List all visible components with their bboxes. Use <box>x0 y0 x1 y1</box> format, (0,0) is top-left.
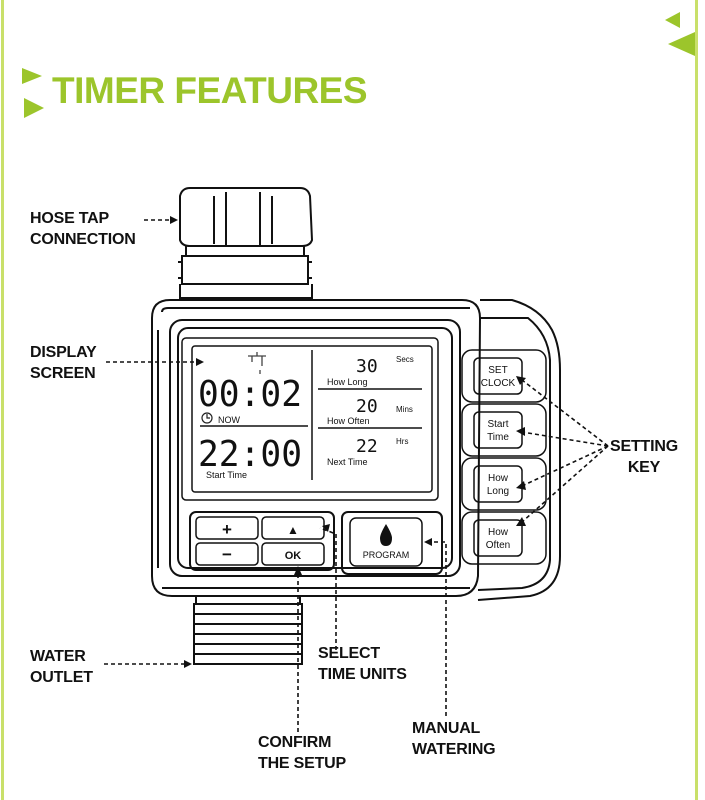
confirm-arrowhead <box>294 566 302 575</box>
how-long-arrowhead <box>516 481 526 490</box>
side-key-set-clock-line2: CLOCK <box>481 378 516 389</box>
lcd-start-time: 22:00 <box>198 434 302 475</box>
program-button-label: PROGRAM <box>363 550 410 560</box>
side-key-how-long-line2: Long <box>487 486 509 497</box>
side-key-how-often-line2: Often <box>486 540 510 551</box>
corner-arrow-large-icon <box>668 32 695 56</box>
lcd-dividers <box>200 350 422 480</box>
how-often-leader <box>521 445 609 523</box>
decorative-arrows <box>22 12 695 118</box>
lcd-main-time: 00:02 <box>198 374 302 415</box>
lcd-how-often-value: 20 <box>356 396 378 417</box>
select-units-callout-line1: SELECT <box>318 645 380 662</box>
ok-key-label: OK <box>285 550 302 562</box>
set-clock-leader <box>521 379 609 447</box>
confirm-callout-line1: CONFIRM <box>258 734 332 751</box>
setting-key-callout-line2: KEY <box>627 459 661 476</box>
display-screen-callout-line2: SCREEN <box>30 365 96 382</box>
hose-tap-callout-line2: CONNECTION <box>30 231 136 248</box>
select-units-arrowhead <box>322 524 330 532</box>
manual-arrowhead <box>424 538 432 546</box>
side-key-how-long-line1: How <box>488 473 509 484</box>
manual-watering-callout-line2: WATERING <box>412 741 496 758</box>
outlet-arrowhead <box>184 660 192 668</box>
title-arrow-large-icon <box>22 68 42 84</box>
side-keys-shapes <box>461 349 547 565</box>
hose-tap-callout: HOSE TAP CONNECTION <box>30 208 136 250</box>
display-screen-callout: DISPLAY SCREEN <box>30 342 97 384</box>
faucet-icon <box>248 352 266 374</box>
keypad-group <box>189 511 335 571</box>
lcd-next-time-label: Next Time <box>327 457 368 467</box>
plus-key-label: + <box>222 520 232 539</box>
water-outlet-callout-line2: OUTLET <box>30 669 93 686</box>
lcd-how-long-value: 30 <box>356 356 378 377</box>
start-time-leader <box>521 431 609 447</box>
confirm-callout: CONFIRM THE SETUP <box>258 732 346 774</box>
manual-leader <box>428 541 447 716</box>
up-key-label: ▲ <box>287 523 299 537</box>
manual-watering-callout-line1: MANUAL <box>412 720 481 737</box>
title-arrow-small-icon <box>24 98 44 118</box>
side-key-how-often-line1: How <box>488 527 509 538</box>
manual-watering-callout: MANUAL WATERING <box>412 718 496 760</box>
lcd-start-time-label: Start Time <box>206 470 247 480</box>
side-key-start-time-line2: Time <box>487 432 509 443</box>
lcd-how-long-unit: Secs <box>396 355 414 364</box>
clock-icon <box>201 412 213 424</box>
hose-tap-arrowhead <box>170 216 178 224</box>
water-outlet-callout: WATER OUTLET <box>30 646 93 688</box>
select-units-callout-line2: TIME UNITS <box>318 666 407 683</box>
side-key-start-time-line1: Start <box>487 419 508 430</box>
hose-tap-nut <box>178 187 314 299</box>
select-units-leader <box>319 527 337 650</box>
water-outlet-callout-line1: WATER <box>30 648 86 665</box>
how-often-arrowhead <box>516 517 526 526</box>
confirm-callout-line2: THE SETUP <box>258 755 346 772</box>
right-border-line <box>695 0 698 800</box>
display-arrowhead <box>196 358 204 366</box>
display-screen-callout-line1: DISPLAY <box>30 344 97 361</box>
corner-arrow-small-icon <box>665 12 680 28</box>
setting-key-callout: SETTING KEY <box>610 436 678 478</box>
set-clock-arrowhead <box>516 376 526 385</box>
water-outlet-thread <box>193 596 303 665</box>
lcd-how-often-label: How Often <box>327 416 370 426</box>
how-long-leader <box>521 445 609 487</box>
lcd-next-time-unit: Hrs <box>396 437 408 446</box>
water-drop-icon <box>380 524 392 546</box>
select-units-callout: SELECT TIME UNITS <box>318 643 407 685</box>
setting-key-callout-line1: SETTING <box>610 438 678 455</box>
lcd-now-label: NOW <box>218 415 241 425</box>
lcd-next-time-value: 22 <box>356 436 378 457</box>
side-key-set-clock-line1: SET <box>488 365 507 376</box>
minus-key-label: − <box>222 545 232 564</box>
page-title: TIMER FEATURES <box>52 70 368 111</box>
lcd-how-long-label: How Long <box>327 377 368 387</box>
hose-tap-callout-line1: HOSE TAP <box>30 210 110 227</box>
start-time-arrowhead <box>516 427 525 436</box>
lcd-how-often-unit: Mins <box>396 405 413 414</box>
left-border-line <box>1 0 4 800</box>
program-button-shape <box>341 511 443 575</box>
